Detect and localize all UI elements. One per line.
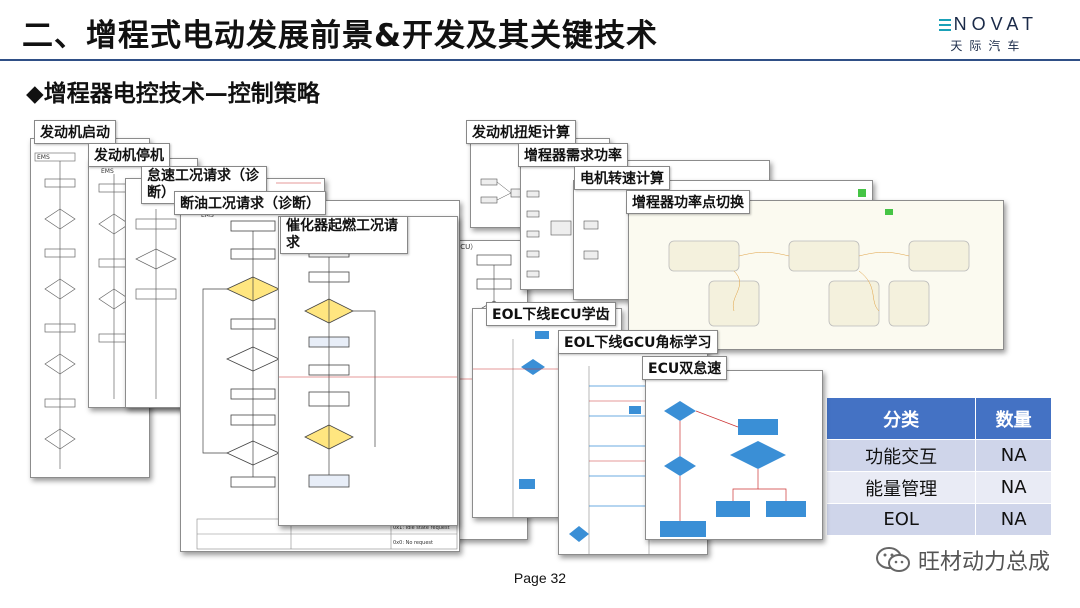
slide-title: 二、增程式电动发展前景&开发及其关键技术 xyxy=(22,18,659,54)
table-row: 能量管理 NA xyxy=(825,471,1052,504)
block-diagram-sketch xyxy=(583,189,866,260)
table-header-row: 分类 数量 xyxy=(825,397,1052,440)
flowchart-sketch xyxy=(660,401,806,537)
tag-engine-torque: 发动机扭矩计算 xyxy=(466,120,576,144)
cell-category: 功能交互 xyxy=(825,439,977,472)
doc-ecu-dual-idle xyxy=(645,370,823,540)
ems-label: EMS xyxy=(101,168,114,175)
flowchart-sketch: EMS xyxy=(98,168,130,399)
cell-count: NA xyxy=(975,471,1052,504)
ems-label: EMS xyxy=(201,212,214,219)
classification-table: 分类 数量 功能交互 NA 能量管理 NA EOL NA xyxy=(825,397,1052,536)
flowchart-sketch xyxy=(135,182,321,399)
state-text-b: 0x0: No request xyxy=(393,540,433,546)
watermark-text: 旺材动力总成 xyxy=(917,550,1050,575)
cell-category: EOL xyxy=(825,503,977,536)
flowchart-sketch: EMS xyxy=(279,236,457,488)
title-rule xyxy=(0,59,1080,61)
tag-rex-power-demand: 增程器需求功率 xyxy=(518,143,628,167)
cell-category: 能量管理 xyxy=(825,471,977,504)
tag-motor-speed: 电机转速计算 xyxy=(574,166,670,190)
tag-eol-gcu-angle-learn: EOL下线GCU角标学习 xyxy=(558,330,718,354)
header-count: 数量 xyxy=(975,397,1052,440)
table-row: EOL NA xyxy=(825,503,1052,536)
logo-subtitle: 天际汽车 xyxy=(950,39,1027,53)
page-number: Page 32 xyxy=(513,570,567,586)
tag-rex-powerpoint-switch: 增程器功率点切换 xyxy=(626,190,750,214)
state-text-a: 0x1: Idle state request xyxy=(393,525,450,531)
doc-catalyst-lightoff: EMS xyxy=(278,216,458,526)
cell-count: NA xyxy=(975,503,1052,536)
wechat-watermark: 旺材动力总成 xyxy=(874,544,1050,576)
stateflow-sketch xyxy=(629,201,1003,349)
tag-engine-stop: 发动机停机 xyxy=(88,143,170,167)
header-category: 分类 xyxy=(825,397,977,440)
doc-rex-powerpoint-switch xyxy=(628,200,1004,350)
tag-fuelcut-request: 断油工况请求（诊断） xyxy=(174,191,326,215)
tag-eol-ecu-tooth-learn: EOL下线ECU学齿 xyxy=(486,302,616,326)
table-row: 功能交互 NA xyxy=(825,439,1052,472)
tag-catalyst-lightoff: 催化器起燃工况请求 xyxy=(280,216,408,254)
logo-word: NOVAT xyxy=(953,14,1038,34)
tag-engine-start: 发动机启动 xyxy=(34,120,116,144)
logo-bars-icon xyxy=(938,18,951,31)
cell-count: NA xyxy=(975,439,1052,472)
flowchart-sketch: EMS xyxy=(34,152,76,469)
section-subtitle: ◆增程器电控技术—控制策略 xyxy=(26,81,320,107)
tag-ecu-dual-idle: ECU双怠速 xyxy=(642,356,728,380)
company-logo: NOVAT 天际汽车 xyxy=(938,14,1038,54)
wechat-icon xyxy=(875,547,910,572)
ems-label: EMS xyxy=(37,154,50,161)
